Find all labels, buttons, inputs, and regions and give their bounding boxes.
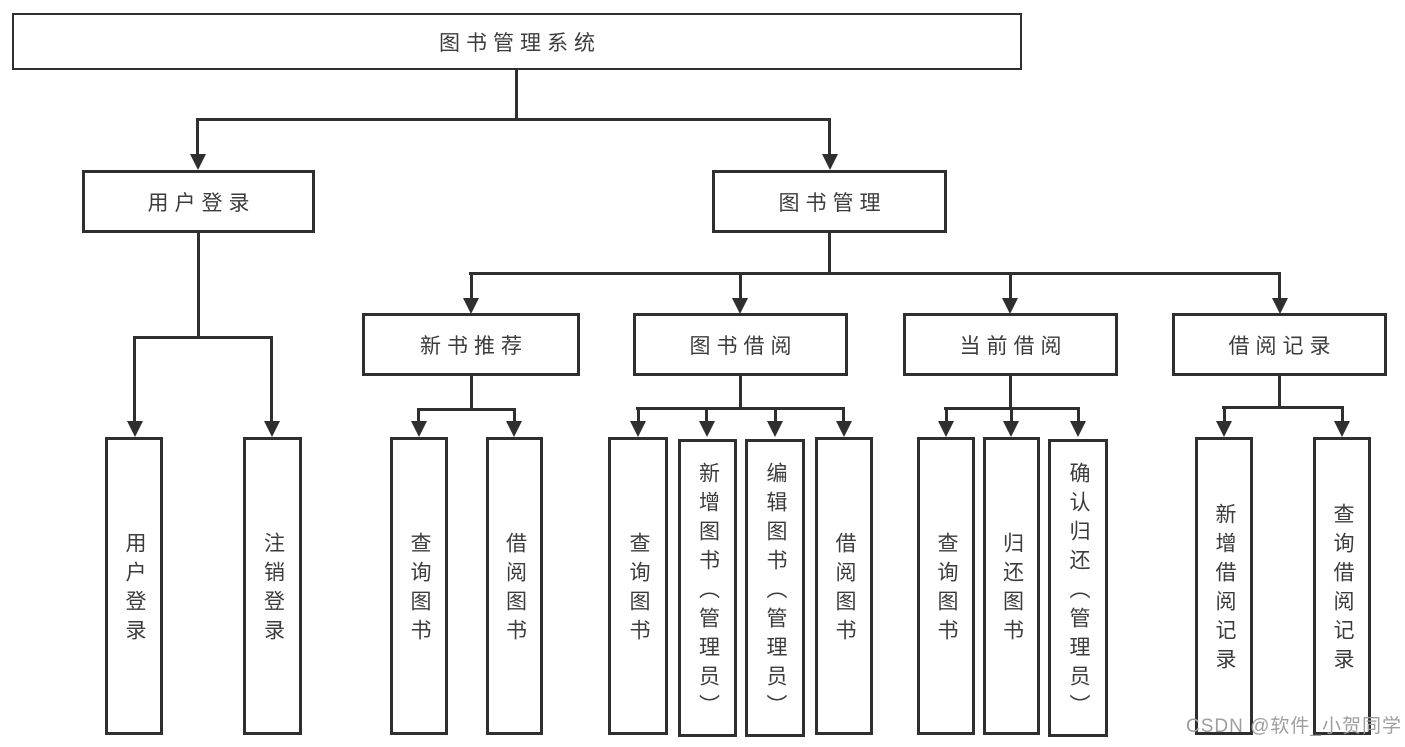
connector-stem-bb-add — [705, 407, 708, 423]
connector-stem-cb-return — [1010, 407, 1013, 423]
connector-bookborrow-branch — [636, 407, 845, 410]
connector-stem-br-add — [1223, 406, 1226, 423]
arrowhead-nb-query — [411, 421, 427, 437]
leaf-newbook-query: 查询图书 — [390, 437, 448, 735]
connector-stem-book-borrow — [739, 272, 742, 300]
connector-stem-leaf-user-login — [133, 336, 136, 423]
leaf-currentborrow-confirm: 确认归还（管理员） — [1048, 439, 1108, 737]
node-book-borrow: 图书借阅 — [633, 313, 848, 376]
leaf-bookborrow-query: 查询图书 — [608, 437, 668, 735]
connector-stem-bb-edit — [774, 407, 777, 423]
node-new-book-rec: 新书推荐 — [362, 313, 580, 376]
arrowhead-bb-query — [630, 421, 646, 437]
connector-stem-bb-borrow — [842, 407, 845, 423]
connector-stem-br-query — [1341, 406, 1344, 423]
arrowhead-bb-add — [699, 421, 715, 437]
leaf-bookborrow-add: 新增图书（管理员） — [678, 439, 737, 737]
node-borrow-records: 借阅记录 — [1172, 313, 1387, 376]
leaf-newbook-borrow: 借阅图书 — [486, 437, 543, 735]
connector-borrowrecords-branch — [1222, 406, 1343, 409]
connector-newbookrec-branch — [417, 408, 516, 411]
leaf-currentborrow-return: 归还图书 — [983, 437, 1040, 735]
node-root: 图书管理系统 — [12, 13, 1022, 70]
arrowhead-borrow-records — [1272, 298, 1288, 314]
arrowhead-book-mgmt — [822, 154, 838, 170]
arrowhead-br-add — [1216, 421, 1232, 437]
arrowhead-new-book-rec — [463, 298, 479, 314]
leaf-currentborrow-query: 查询图书 — [917, 437, 975, 735]
node-current-borrow: 当前借阅 — [903, 313, 1118, 376]
connector-stem-nb-borrow — [513, 408, 516, 423]
arrowhead-cb-query — [938, 421, 954, 437]
arrowhead-book-borrow — [732, 298, 748, 314]
connector-currentborrow-stub — [1009, 376, 1012, 407]
arrowhead-bb-edit — [767, 421, 783, 437]
arrowhead-cb-confirm — [1070, 421, 1086, 437]
csdn-watermark: CSDN @软件_小贺同学 — [1186, 716, 1402, 737]
connector-stem-bb-query — [637, 407, 640, 423]
connector-userlogin-branch — [133, 336, 273, 339]
leaf-logout: 注销登录 — [243, 437, 302, 735]
connector-root-stub — [515, 70, 518, 118]
connector-stem-cb-query — [945, 407, 948, 423]
connector-stem-new-book-rec — [470, 272, 473, 300]
connector-stem-nb-query — [417, 408, 420, 423]
connector-userlogin-stub — [197, 233, 200, 336]
arrowhead-current-borrow — [1002, 298, 1018, 314]
leaf-records-query: 查询借阅记录 — [1313, 437, 1371, 735]
leaf-bookborrow-edit: 编辑图书（管理员） — [745, 439, 805, 737]
arrowhead-nb-borrow — [506, 421, 522, 437]
connector-stem-current-borrow — [1009, 272, 1012, 300]
connector-bookborrow-stub — [739, 376, 742, 407]
connector-newbookrec-stub — [470, 376, 473, 408]
arrowhead-user-login — [190, 154, 206, 170]
connector-stem-cb-confirm — [1077, 407, 1080, 423]
connector-borrowrecords-stub — [1278, 376, 1281, 406]
arrowhead-cb-return — [1003, 421, 1019, 437]
leaf-records-add: 新增借阅记录 — [1195, 437, 1253, 735]
connector-bookmgmt-branch — [469, 272, 1281, 275]
connector-stem-leaf-logout — [270, 336, 273, 423]
connector-stem-user-login — [196, 118, 199, 156]
connector-stem-book-mgmt — [828, 118, 831, 156]
node-book-mgmt: 图书管理 — [712, 170, 947, 233]
arrowhead-br-query — [1334, 421, 1350, 437]
connector-bookmgmt-stub — [828, 233, 831, 272]
leaf-bookborrow-borrow: 借阅图书 — [815, 437, 873, 735]
arrowhead-leaf-user-login — [127, 421, 143, 437]
connector-stem-borrow-records — [1278, 272, 1281, 300]
arrowhead-bb-borrow — [836, 421, 852, 437]
leaf-user-login: 用户登录 — [105, 437, 163, 735]
connector-root-branch — [196, 118, 831, 121]
node-user-login: 用户登录 — [82, 170, 315, 233]
arrowhead-leaf-logout — [264, 421, 280, 437]
